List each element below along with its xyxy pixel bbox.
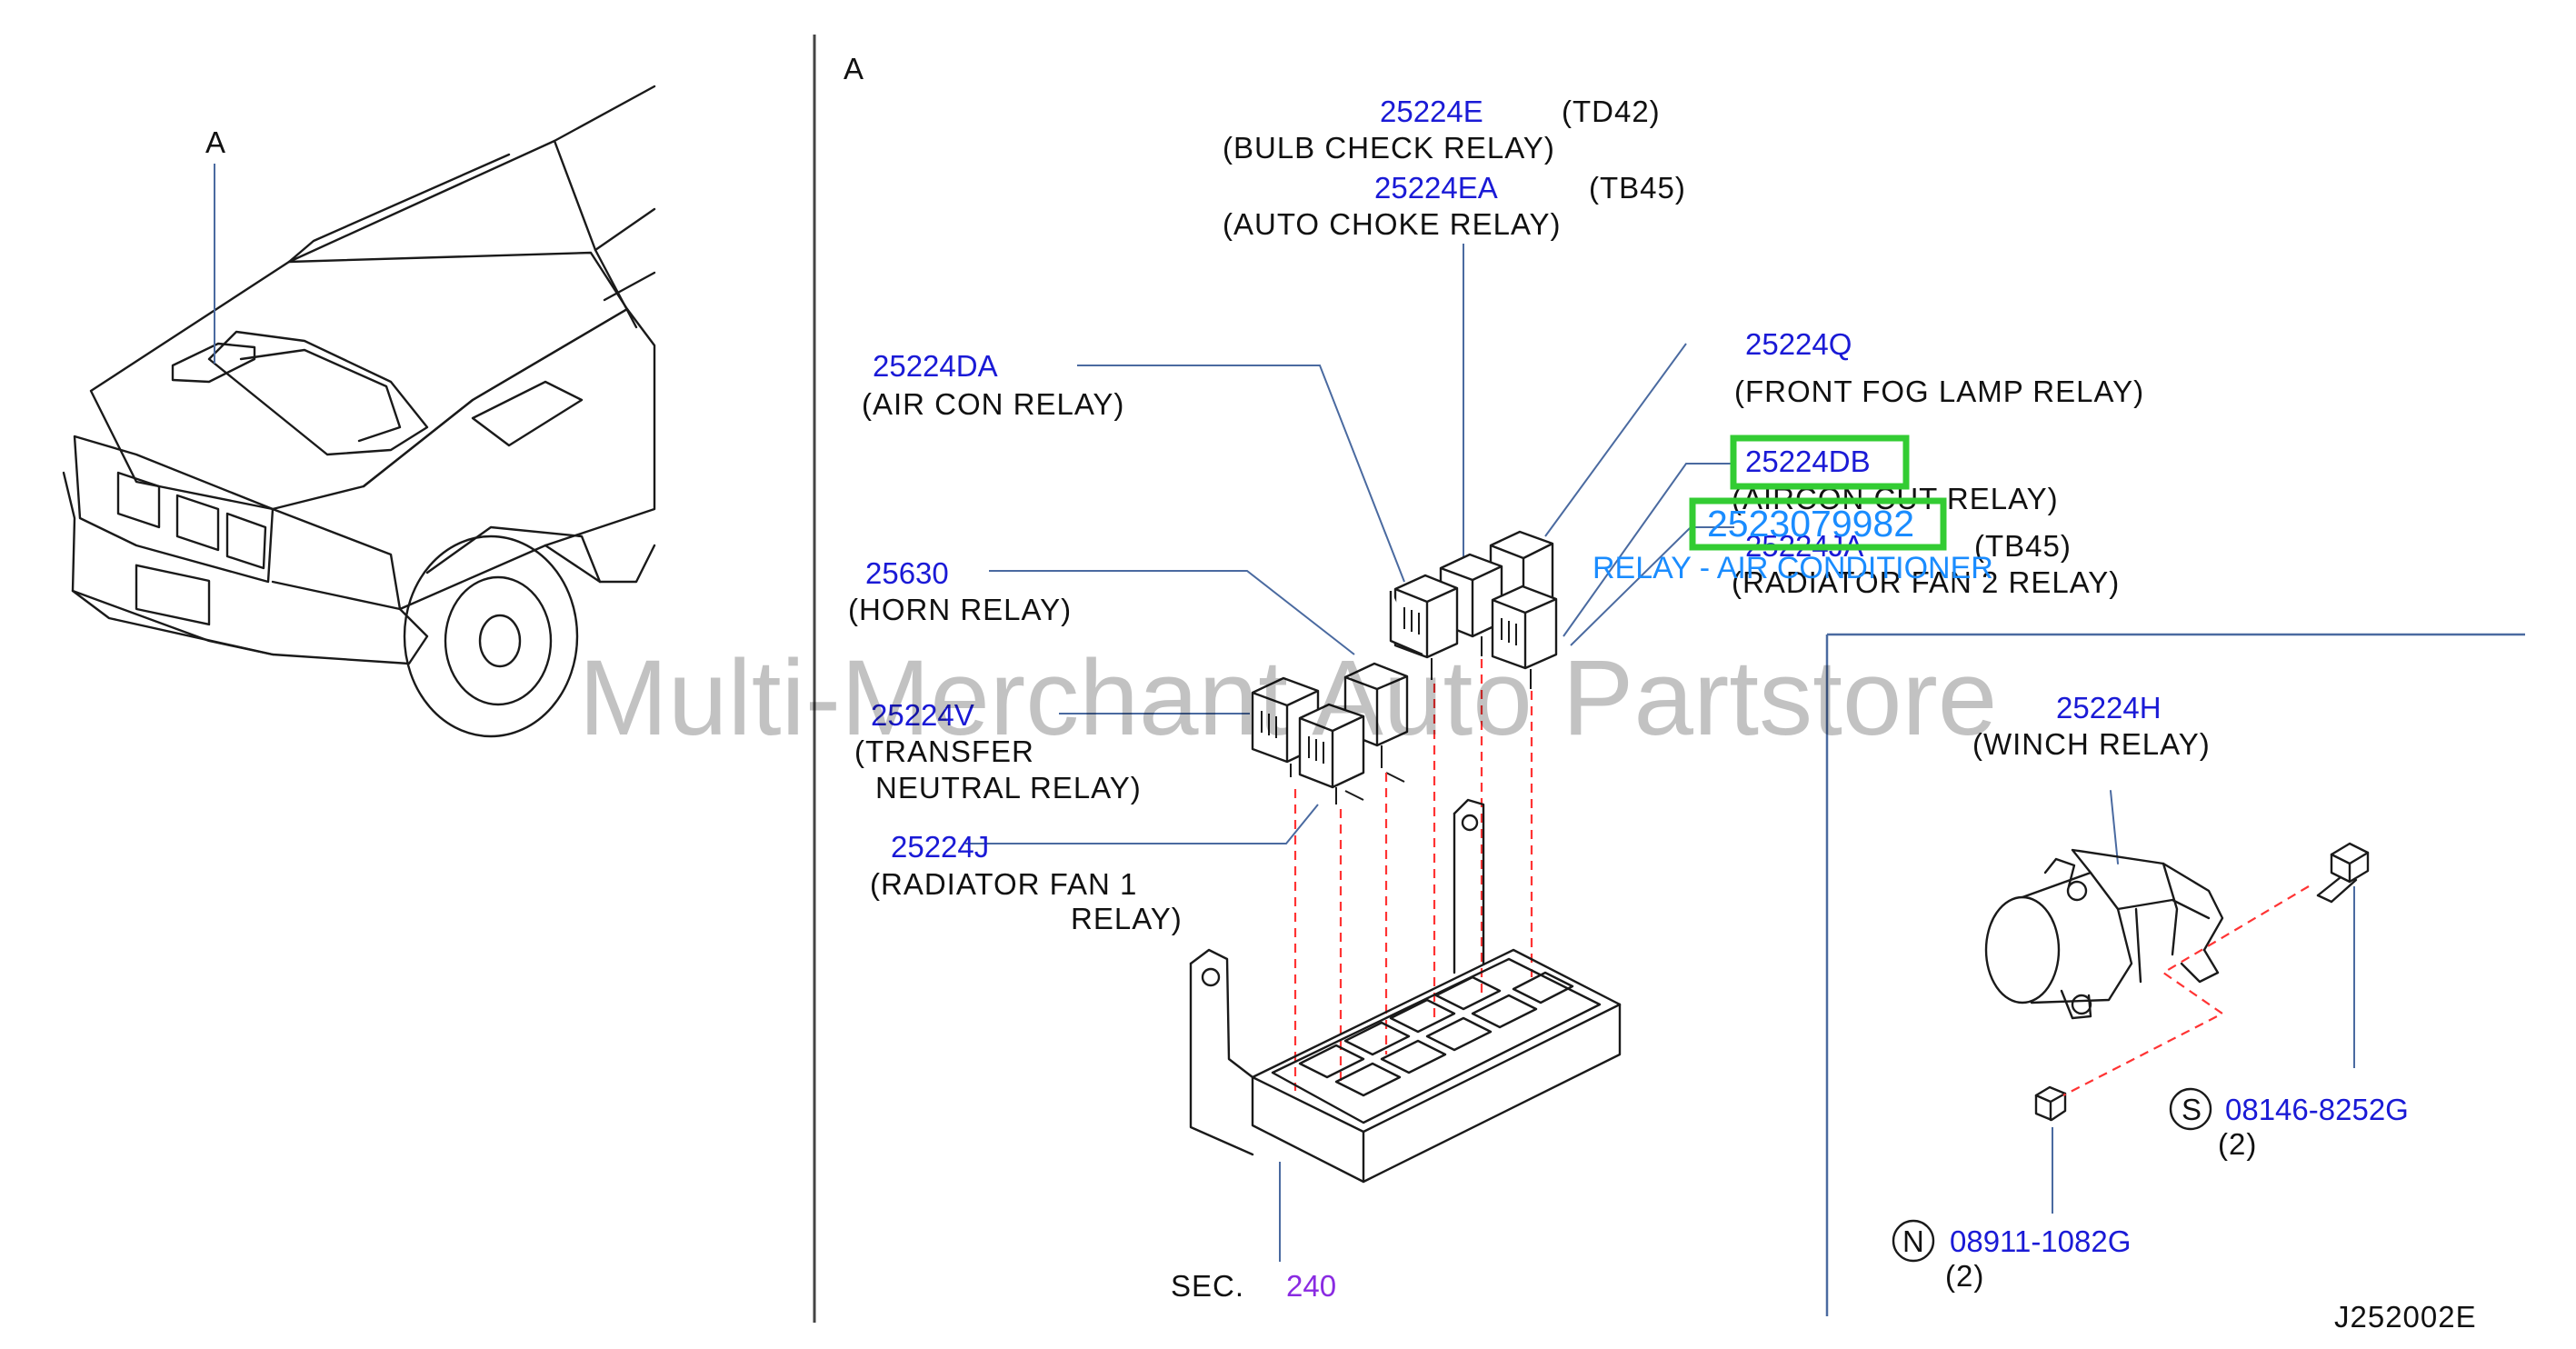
callout-bolt: S 08146-8252G (2) — [2169, 1087, 2409, 1161]
overlay-description: RELAY - AIR CONDITIONER — [1593, 551, 1993, 585]
callout-radiator-fan-1: 25224J (RADIATOR FAN 1 RELAY) — [870, 830, 1183, 935]
relay-cluster — [1251, 530, 1558, 804]
callout-section: SEC. 240 — [1171, 1269, 1336, 1303]
horn-relay-label: (HORN RELAY) — [848, 593, 1072, 626]
auto-choke-relay-label: (AUTO CHOKE RELAY) — [1223, 207, 1562, 241]
bulb-check-relay-label: (BULB CHECK RELAY) — [1223, 131, 1555, 165]
bolt-illustration — [2316, 842, 2370, 904]
bolt-qty: (2) — [2218, 1127, 2257, 1161]
part-no-25224V[interactable]: 25224V — [871, 698, 974, 732]
callout-bulb-check: 25224E (TD42) (BULB CHECK RELAY) — [1223, 95, 1661, 165]
front-fog-lamp-relay-label: (FRONT FOG LAMP RELAY) — [1734, 375, 2144, 408]
dashed-guides — [1293, 659, 1533, 1091]
section-number[interactable]: 240 — [1286, 1269, 1336, 1303]
highlight-box-aircon-cut — [1730, 435, 1910, 490]
nut-illustration — [2034, 1085, 2067, 1122]
section-label: SEC. — [1171, 1269, 1244, 1303]
radiator-fan-1-label-line1: (RADIATOR FAN 1 — [870, 867, 1137, 901]
spec-tb45-choke: (TB45) — [1589, 171, 1686, 205]
spec-tb45-fan: (TB45) — [1974, 529, 2072, 563]
spec-td42: (TD42) — [1562, 95, 1661, 128]
watermark: Multi-Merchant Auto Partstore — [579, 638, 1998, 758]
part-no-08146-8252G[interactable]: 08146-8252G — [2225, 1093, 2409, 1126]
callout-nut: N 08911-1082G (2) — [1892, 1219, 2131, 1293]
part-no-25224H[interactable]: 25224H — [2056, 691, 2162, 724]
callout-horn: 25630 (HORN RELAY) — [848, 556, 1072, 626]
part-no-08911-1082G[interactable]: 08911-1082G — [1950, 1224, 2131, 1258]
air-con-relay-label: (AIR CON RELAY) — [862, 387, 1124, 421]
part-no-25224EA[interactable]: 25224EA — [1374, 171, 1498, 205]
highlight-box-overlay — [1689, 497, 1947, 551]
callout-transfer-neutral: 25224V (TRANSFER NEUTRAL RELAY) — [854, 698, 1142, 804]
nut-qty: (2) — [1945, 1259, 1984, 1293]
vehicle-illustration — [62, 85, 656, 738]
bolt-symbol-circle — [2169, 1087, 2212, 1131]
transfer-relay-label-line2: NEUTRAL RELAY) — [875, 771, 1142, 804]
callout-auto-choke: 25224EA (TB45) (AUTO CHOKE RELAY) — [1223, 171, 1686, 241]
part-no-25224DA[interactable]: 25224DA — [873, 349, 998, 383]
callout-air-con: 25224DA (AIR CON RELAY) — [862, 349, 1124, 421]
winch-install-path — [2062, 885, 2310, 1096]
part-no-25224Q[interactable]: 25224Q — [1745, 327, 1852, 361]
part-no-25224DB[interactable]: 25224DB — [1745, 445, 1871, 478]
winch-relay-illustration — [1984, 790, 2224, 1020]
part-no-25224E[interactable]: 25224E — [1380, 95, 1483, 128]
part-no-25224J[interactable]: 25224J — [891, 830, 989, 864]
callout-front-fog: 25224Q (FRONT FOG LAMP RELAY) — [1734, 327, 2144, 408]
relay-box — [1189, 798, 1622, 1184]
radiator-fan-2-relay-label: (RADIATOR FAN 2 RELAY) — [1732, 565, 2120, 599]
view-a-label-left: A — [205, 125, 226, 159]
view-a-label-main: A — [844, 52, 864, 85]
overlay-part-number[interactable]: 2523079982 — [1707, 503, 1914, 545]
diagram-code: J252002E — [2334, 1300, 2477, 1334]
nut-symbol-circle — [1892, 1219, 1935, 1263]
winch-relay-label: (WINCH RELAY) — [1972, 727, 2211, 761]
part-no-25630[interactable]: 25630 — [865, 556, 949, 590]
bolt-symbol: S — [2182, 1093, 2202, 1126]
nut-symbol: N — [1902, 1224, 1925, 1258]
transfer-relay-label-line1: (TRANSFER — [854, 734, 1034, 768]
callout-winch-relay: 25224H (WINCH RELAY) — [1972, 691, 2211, 761]
radiator-fan-1-label-line2: RELAY) — [1071, 902, 1183, 935]
panel-dividers — [813, 35, 2525, 1323]
